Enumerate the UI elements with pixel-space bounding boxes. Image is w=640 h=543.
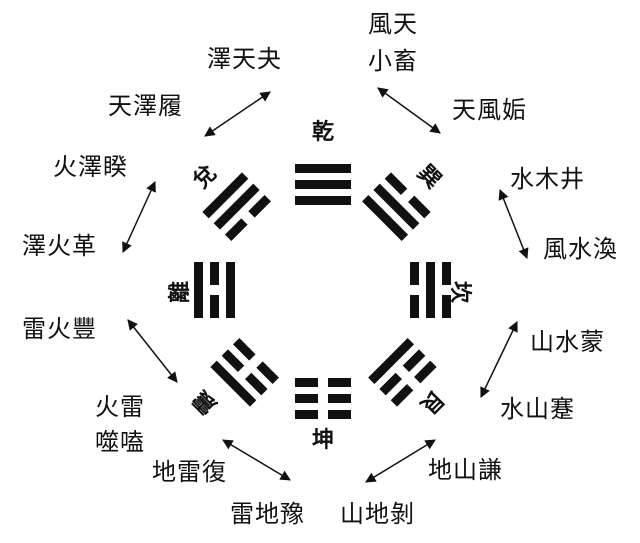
arrow-feng-shihe [127, 319, 178, 383]
qian-line-2 [295, 180, 351, 189]
qian-line-3-solid [295, 196, 351, 205]
hexagram-huo-ze-kui: 火澤睽 [53, 153, 128, 181]
hexagram-huo-lei-line1: 火雷 [95, 393, 145, 421]
kan-line-3-half-b [410, 295, 419, 318]
arrow-xiaoxu-gou [377, 87, 441, 134]
trigram-label-kan: 坎 [447, 280, 473, 303]
gen-line-1-half-a [414, 360, 437, 384]
kun-line-2-half-b [295, 394, 318, 403]
hexagram-shan-shui-meng: 山水蒙 [530, 328, 605, 356]
kun-line-2 [295, 394, 351, 403]
dui-line-3-half-b [248, 194, 271, 218]
arrow-kui-ge [122, 181, 156, 253]
li-line-2 [210, 262, 219, 318]
hexagram-di-lei-fu: 地雷復 [152, 458, 227, 486]
trigram-label-qian: 乾 [311, 119, 334, 145]
qian-line-2-solid [295, 180, 351, 189]
li-line-3 [226, 262, 235, 318]
li-line-2-half-b [210, 262, 219, 285]
arrow-qian-bo [365, 439, 436, 483]
trigram-label-li: 離 [167, 281, 193, 304]
kun-line-1 [295, 410, 351, 419]
kun-line-3-half-a [328, 378, 351, 387]
kun-line-2-half-a [328, 394, 351, 403]
hexagram-tian-feng-gou: 天風姤 [452, 96, 527, 124]
hexagram-lei-huo-feng: 雷火豐 [22, 315, 97, 343]
kun-line-3-half-b [295, 378, 318, 387]
qian-line-1 [295, 164, 351, 173]
gen-line-1-half-b [390, 384, 414, 407]
hexagram-tian-ze-lu: 天澤履 [108, 92, 183, 120]
hexagram-feng-tian-line1: 風天 [368, 10, 418, 38]
hexagram-di-shan-qian: 地山謙 [428, 456, 503, 484]
trigram-label-kun: 坤 [311, 427, 334, 453]
li-line-3-solid [226, 262, 235, 318]
arrow-jing-huan [498, 189, 529, 259]
dui-line-3 [224, 194, 271, 241]
hexagram-lei-di-yu: 雷地豫 [230, 500, 305, 528]
hexagram-shan-di-bo: 山地剝 [340, 500, 415, 528]
hexagram-ze-huo-ge: 澤火革 [22, 232, 97, 260]
dui-line-3-half-a [224, 218, 248, 241]
qian-line-3 [295, 196, 351, 205]
kan-line-3-half-a [410, 262, 419, 285]
trigram-label-zhen: 震 [187, 385, 222, 420]
kan-line-2 [426, 262, 435, 318]
hexagram-shui-shan-jian: 水山蹇 [500, 395, 575, 423]
kun-line-1-half-a [328, 410, 351, 419]
arrow-fu-yu [222, 439, 291, 481]
kun-line-1-half-b [295, 410, 318, 419]
qian-line-1-solid [295, 164, 351, 173]
arrow-guai-lu [204, 91, 271, 137]
hexagram-shui-mu-jing: 水木井 [510, 165, 585, 193]
kan-line-3 [410, 262, 419, 318]
hexagram-feng-tian-line2: 小畜 [368, 47, 418, 75]
hexagram-ze-tian-guai: 澤天夬 [207, 45, 282, 73]
hexagram-feng-shui-huan: 風水渙 [543, 235, 618, 263]
arrow-meng-jian [480, 321, 518, 398]
kun-line-3 [295, 378, 351, 387]
hexagram-huo-lei-line2: 噬嗑 [95, 428, 145, 456]
kan-line-2-solid [426, 262, 435, 318]
li-line-2-half-a [210, 295, 219, 318]
